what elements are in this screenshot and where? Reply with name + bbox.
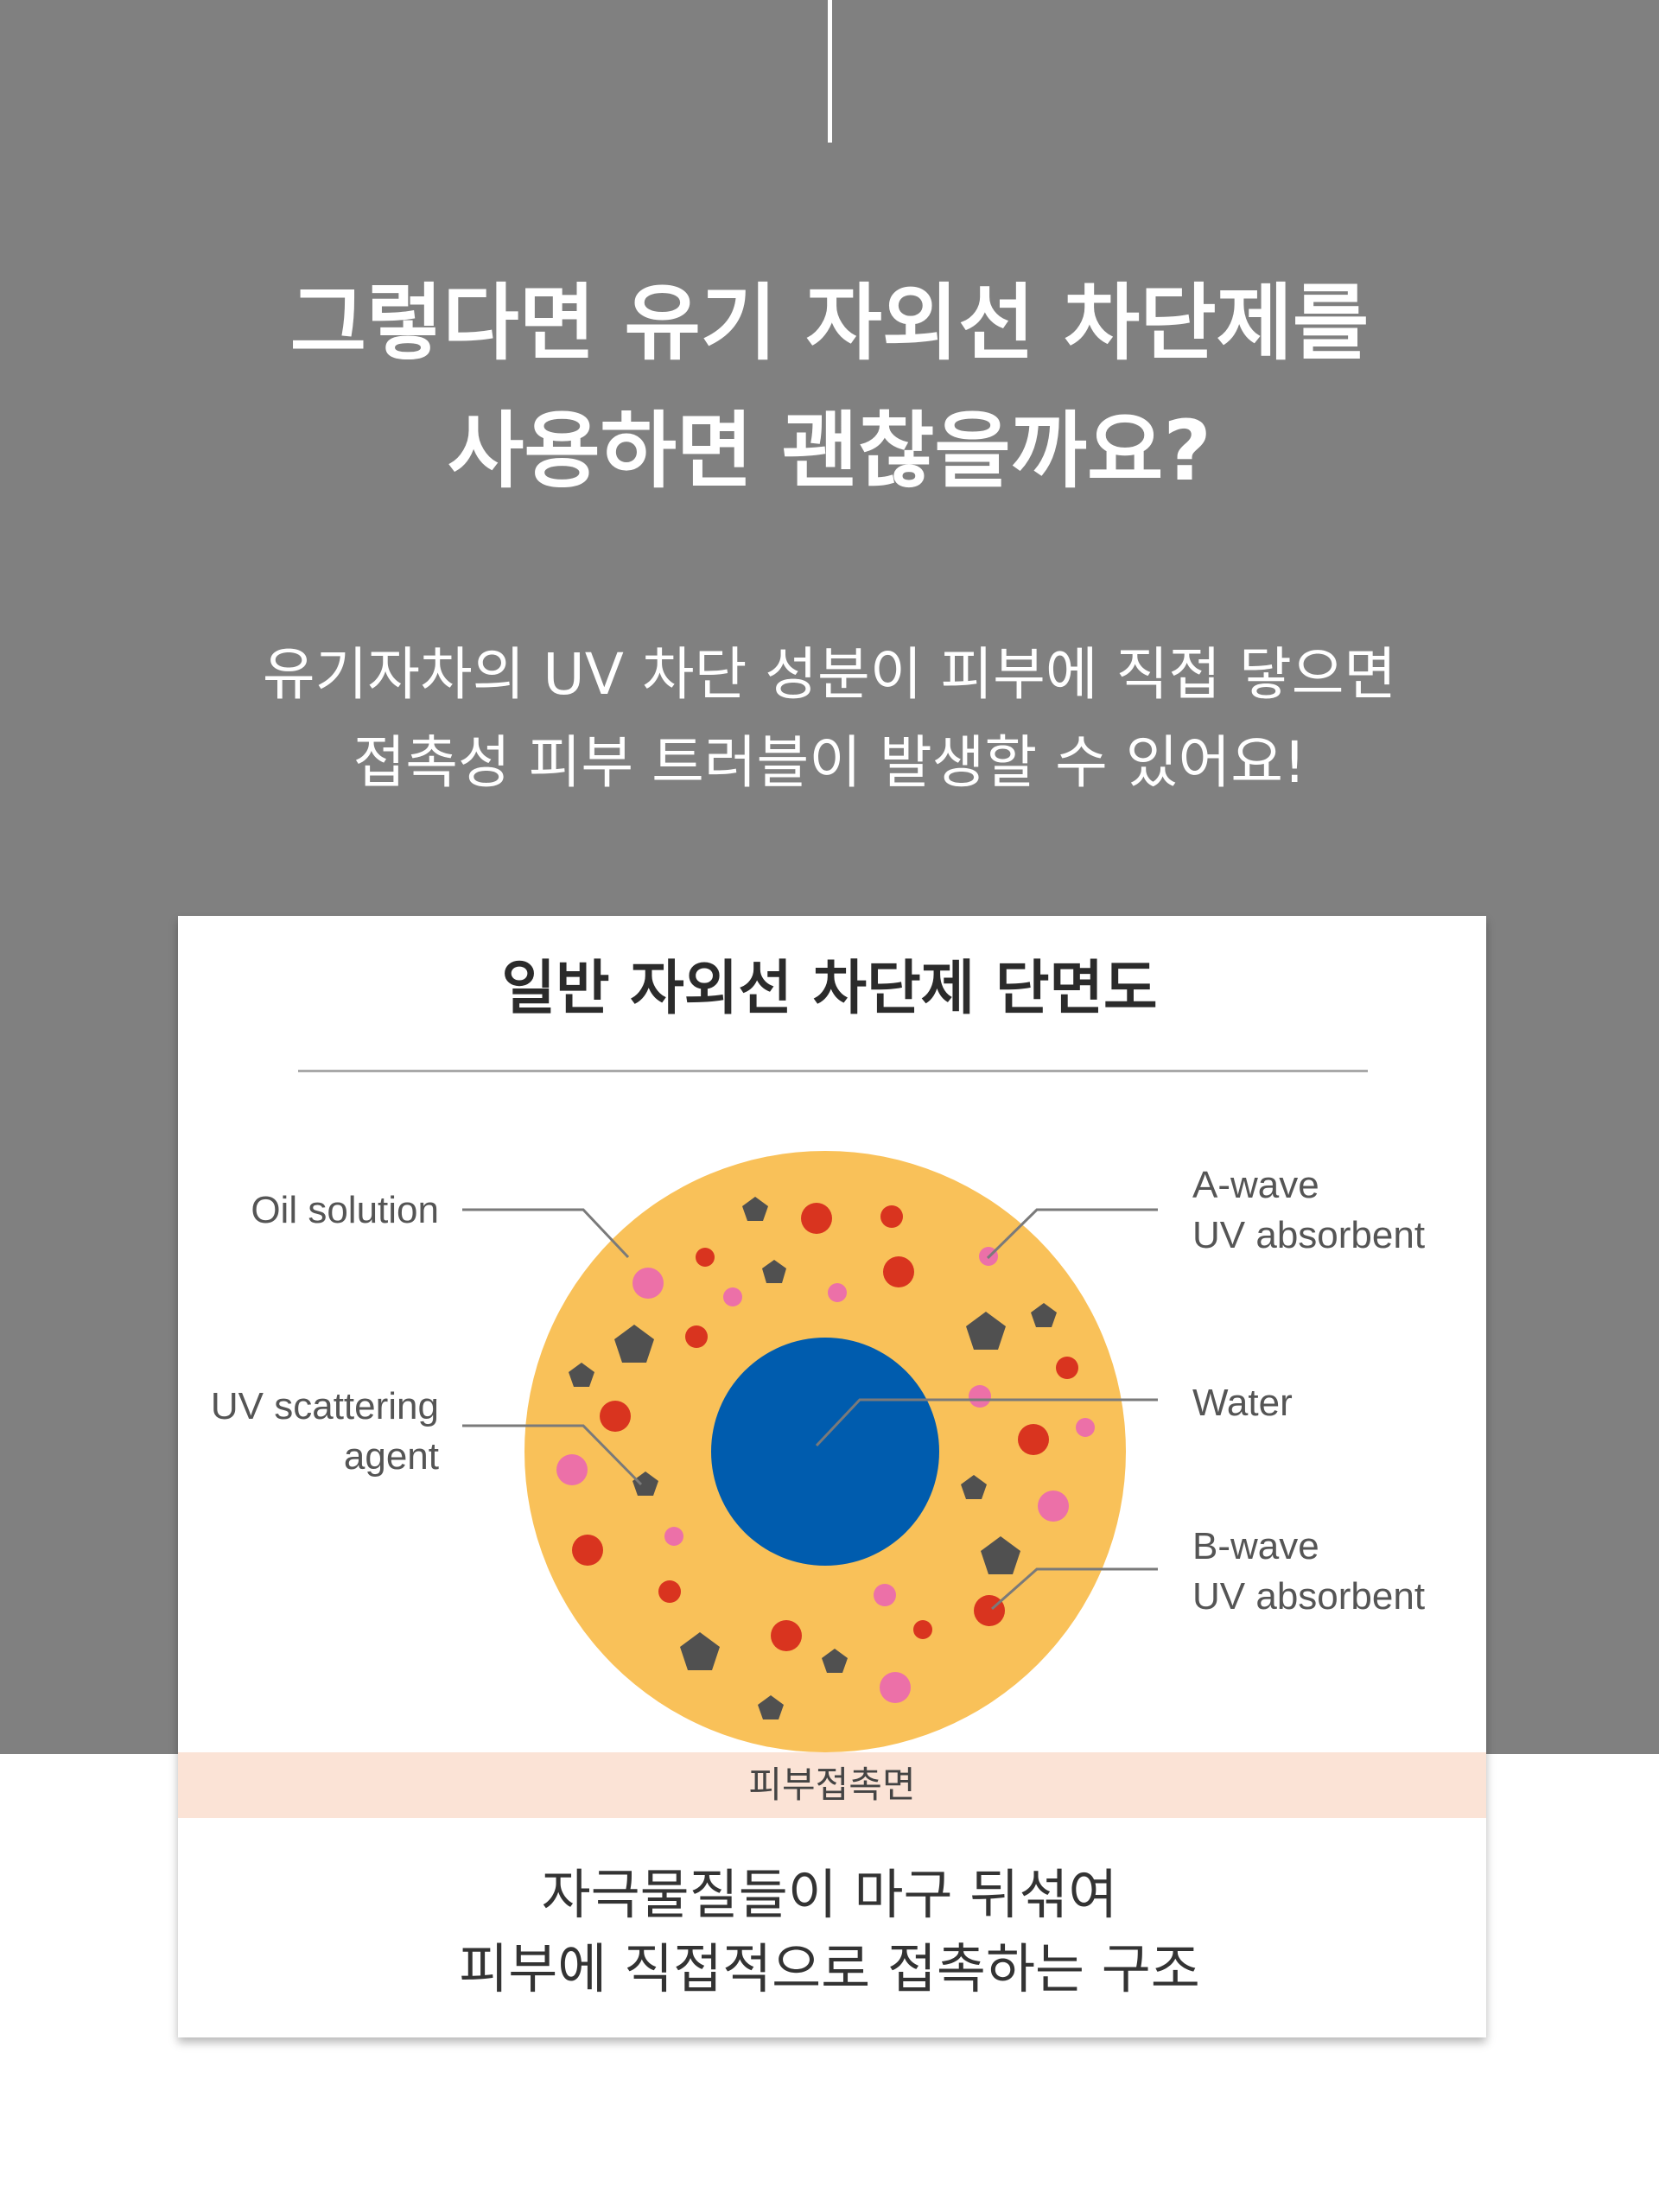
skin-contact-surface: 피부접촉면 — [178, 1752, 1486, 1818]
label-oil-solution: Oil solution — [251, 1189, 439, 1231]
pentagon — [1031, 1303, 1057, 1327]
red-dot — [658, 1580, 681, 1603]
pink-dot — [556, 1454, 588, 1485]
page-headline: 그렇다면 유기 자외선 차단제를 사용하면 괜찮을까요? — [0, 259, 1659, 515]
pentagon — [614, 1325, 654, 1363]
leader-lines — [462, 1208, 1158, 1611]
red-dot — [1056, 1357, 1078, 1379]
card-title: 일반 자외선 차단제 단면도 — [501, 955, 1158, 1023]
red-dot — [880, 1205, 903, 1228]
subheadline-line-1: 유기자차의 UV 차단 성분이 피부에 직접 닿으면 — [262, 641, 1397, 708]
pentagon — [981, 1536, 1020, 1574]
uv-scattering-agent-pentagons — [569, 1197, 1057, 1719]
pentagon — [569, 1363, 594, 1387]
label-water: Water — [1192, 1382, 1293, 1424]
red-dot — [572, 1535, 603, 1566]
a-wave-absorbent-dots — [556, 1247, 1095, 1703]
red-dot — [974, 1595, 1005, 1626]
pentagon — [966, 1312, 1006, 1350]
label-uv-scattering-line2: agent — [344, 1435, 439, 1478]
headline-line-2: 사용하면 괜찮을까요? — [448, 403, 1211, 499]
pink-dot — [664, 1527, 683, 1546]
oil-solution-leader — [462, 1208, 630, 1259]
pink-dot — [723, 1287, 742, 1306]
red-dot — [600, 1401, 631, 1432]
red-dot — [685, 1325, 708, 1348]
label-uv-scattering-line1: UV scattering — [211, 1385, 439, 1427]
water-leader — [815, 1398, 1158, 1447]
pink-dot — [874, 1584, 896, 1606]
pentagon — [758, 1695, 784, 1719]
vertical-divider — [828, 0, 832, 143]
pentagon — [961, 1475, 987, 1499]
red-dot — [696, 1248, 715, 1267]
page-subheadline: 유기자차의 UV 차단 성분이 피부에 직접 닿으면 접촉성 피부 트러블이 발… — [0, 631, 1659, 807]
caption-line-2: 피부에 직접적으로 접촉하는 구조 — [459, 1937, 1200, 2000]
a-wave-leader — [986, 1208, 1158, 1260]
pink-dot — [969, 1385, 991, 1408]
red-dot — [801, 1203, 832, 1234]
label-b-wave-line2: UV absorbent — [1192, 1575, 1425, 1618]
water-core — [711, 1338, 939, 1566]
pentagon — [822, 1649, 848, 1673]
pink-dot — [828, 1283, 847, 1302]
red-dot — [913, 1620, 932, 1639]
pink-dot — [1038, 1491, 1069, 1522]
uv-scattering-leader — [462, 1424, 643, 1486]
sunscreen-cross-section-diagram: Oil solution UV scattering agent A-wave … — [211, 1151, 1425, 1752]
headline-line-1: 그렇다면 유기 자외선 차단제를 — [289, 275, 1370, 372]
red-dot — [1018, 1424, 1049, 1455]
label-b-wave-line1: B-wave — [1192, 1525, 1319, 1567]
label-a-wave-line2: UV absorbent — [1192, 1214, 1425, 1256]
pentagon — [742, 1197, 768, 1221]
red-dot — [883, 1256, 914, 1287]
pentagon — [632, 1471, 658, 1496]
red-dot — [771, 1620, 802, 1651]
pentagon — [680, 1632, 720, 1670]
card-caption: 자극물질들이 마구 뒤섞여 피부에 직접적으로 접촉하는 구조 — [0, 1858, 1659, 2006]
pink-dot — [632, 1268, 664, 1299]
label-a-wave-line1: A-wave — [1192, 1164, 1319, 1206]
caption-line-1: 자극물질들이 마구 뒤섞여 — [541, 1863, 1118, 1926]
pink-dot — [1076, 1418, 1095, 1437]
pink-dot — [880, 1672, 911, 1703]
b-wave-leader — [991, 1567, 1158, 1611]
title-divider — [298, 1070, 1368, 1072]
pentagon — [762, 1260, 786, 1283]
subheadline-line-2: 접촉성 피부 트러블이 발생할 수 있어요! — [353, 729, 1306, 796]
